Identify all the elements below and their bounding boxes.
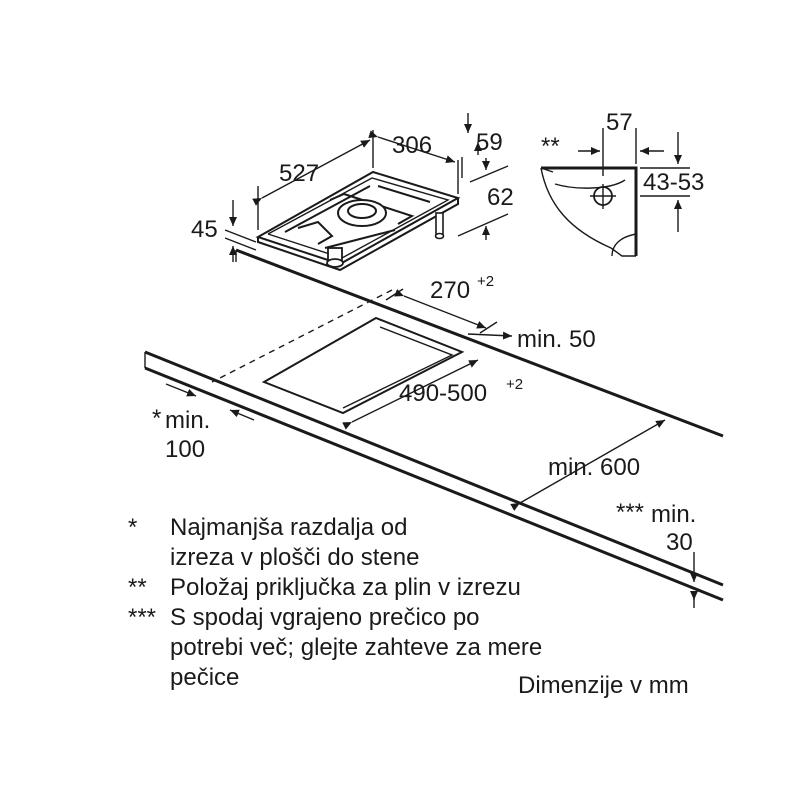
side-min-marker: *	[152, 405, 161, 432]
bottom-min-label: min.	[651, 501, 696, 528]
hob-length-value: 527	[279, 160, 319, 187]
hob-width-dimension: 306	[368, 130, 459, 194]
cutout-length-tolerance: +2	[506, 376, 523, 393]
cutout-length-dimension: 490-500 +2	[342, 359, 523, 430]
connection-height-value: 43-53	[643, 169, 704, 196]
cutout-width-tolerance: +2	[477, 273, 494, 290]
hob-height-value: 45	[191, 216, 218, 243]
connection-marker: **	[541, 133, 560, 160]
cutout-width-dimension: 270 +2	[385, 273, 498, 334]
footnote-2: ** Položaj priključka za plin v izrezu	[128, 573, 648, 603]
footnote-2-text: Položaj priključka za plin v izrezu	[170, 574, 521, 601]
front-min-dimension: min. 600	[510, 419, 666, 511]
gas-hob	[255, 170, 461, 272]
side-min-label: min.	[165, 407, 210, 434]
side-min-dimension: * min. 100	[152, 383, 255, 463]
hob-height-dimension: 45	[191, 200, 257, 262]
front-min-label: min. 600	[548, 454, 640, 481]
units-label: Dimenzije v mm	[518, 672, 689, 699]
bottom-min-dimension: *** min. 30	[616, 499, 698, 608]
side-min-value: 100	[165, 436, 205, 463]
countertop	[144, 248, 724, 602]
footnote-2-mark: **	[128, 574, 147, 601]
footnote-3-text: S spodaj vgrajeno prečico po potrebi več…	[170, 604, 543, 691]
footnote-3-mark: ***	[128, 604, 157, 631]
footnote-1-text: Najmanjša razdalja od izreza v plošči do…	[170, 514, 420, 571]
rear-min-dimension: min. 50	[467, 326, 596, 353]
hob-length-dimension: 527	[252, 130, 374, 230]
hob-depth-dimension: 62	[457, 158, 514, 240]
hob-rear-offset-value: 59	[476, 129, 503, 156]
footnote-1-mark: *	[128, 514, 138, 541]
footnote-1: * Najmanjša razdalja od izreza v plošči …	[128, 513, 648, 573]
bottom-min-marker: ***	[616, 499, 644, 526]
cutout-length-value: 490-500	[399, 380, 487, 407]
hob-rear-offset-dimension: 59	[461, 113, 503, 178]
hob-width-value: 306	[392, 132, 432, 159]
bottom-min-value: 30	[666, 529, 693, 556]
hob-depth-value: 62	[487, 184, 514, 211]
footnote-3: *** S spodaj vgrajeno prečico po potrebi…	[128, 603, 648, 693]
footnotes: * Najmanjša razdalja od izreza v plošči …	[128, 513, 648, 693]
cutout-width-value: 270	[430, 277, 470, 304]
connection-detail: ** 57 43-53	[540, 109, 704, 257]
wall-guide-dashed	[211, 289, 393, 383]
connection-width-value: 57	[606, 109, 633, 136]
rear-min-label: min. 50	[517, 326, 596, 353]
